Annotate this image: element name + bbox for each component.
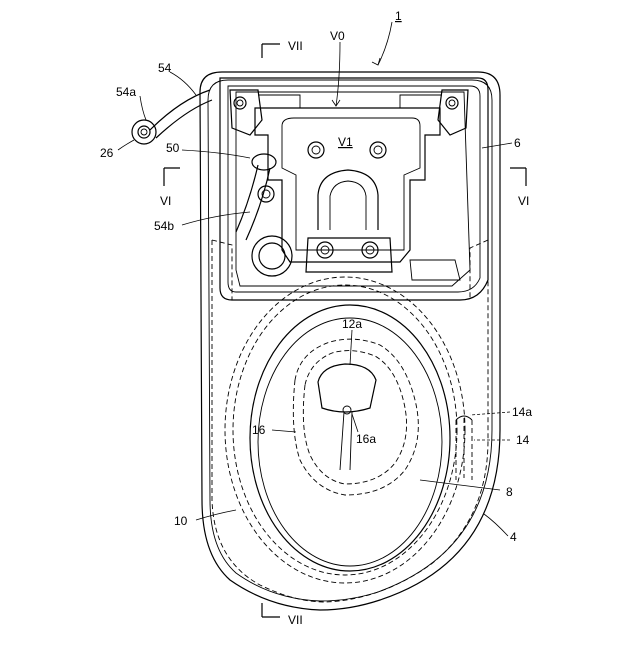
toilet-body-outline [200,72,500,610]
label-8: 8 [506,485,513,499]
label-v1: V1 [338,135,353,149]
label-6: 6 [514,136,521,150]
label-10: 10 [174,514,188,528]
label-section-vii-top: VII [288,39,303,53]
label-54: 54 [158,61,172,75]
valve-neck [306,170,392,272]
label-54b: 54b [154,219,174,233]
label-1: 1 [395,9,402,23]
label-12a: 12a [342,317,362,331]
label-section-vii-bottom: VII [288,613,303,627]
label-26: 26 [100,146,114,160]
bowl-surface [250,305,450,571]
leader-lines [118,22,512,536]
trap-opening-12a [318,364,376,470]
water-passage-16-inner [303,351,406,484]
label-14: 14 [516,433,530,447]
label-54a: 54a [116,85,136,99]
label-14a: 14a [512,405,532,419]
label-v0: V0 [330,29,345,43]
label-16: 16 [252,423,266,437]
mounting-plate-v1 [255,95,442,262]
label-section-vi-right: VI [518,194,529,208]
label-16a: 16a [356,432,376,446]
label-4: 4 [510,530,517,544]
hose-54b [236,154,276,240]
label-section-vi-left: VI [160,194,171,208]
label-50: 50 [166,141,180,155]
water-passage-16 [293,339,418,495]
bowl-rim-dashed [212,240,488,602]
